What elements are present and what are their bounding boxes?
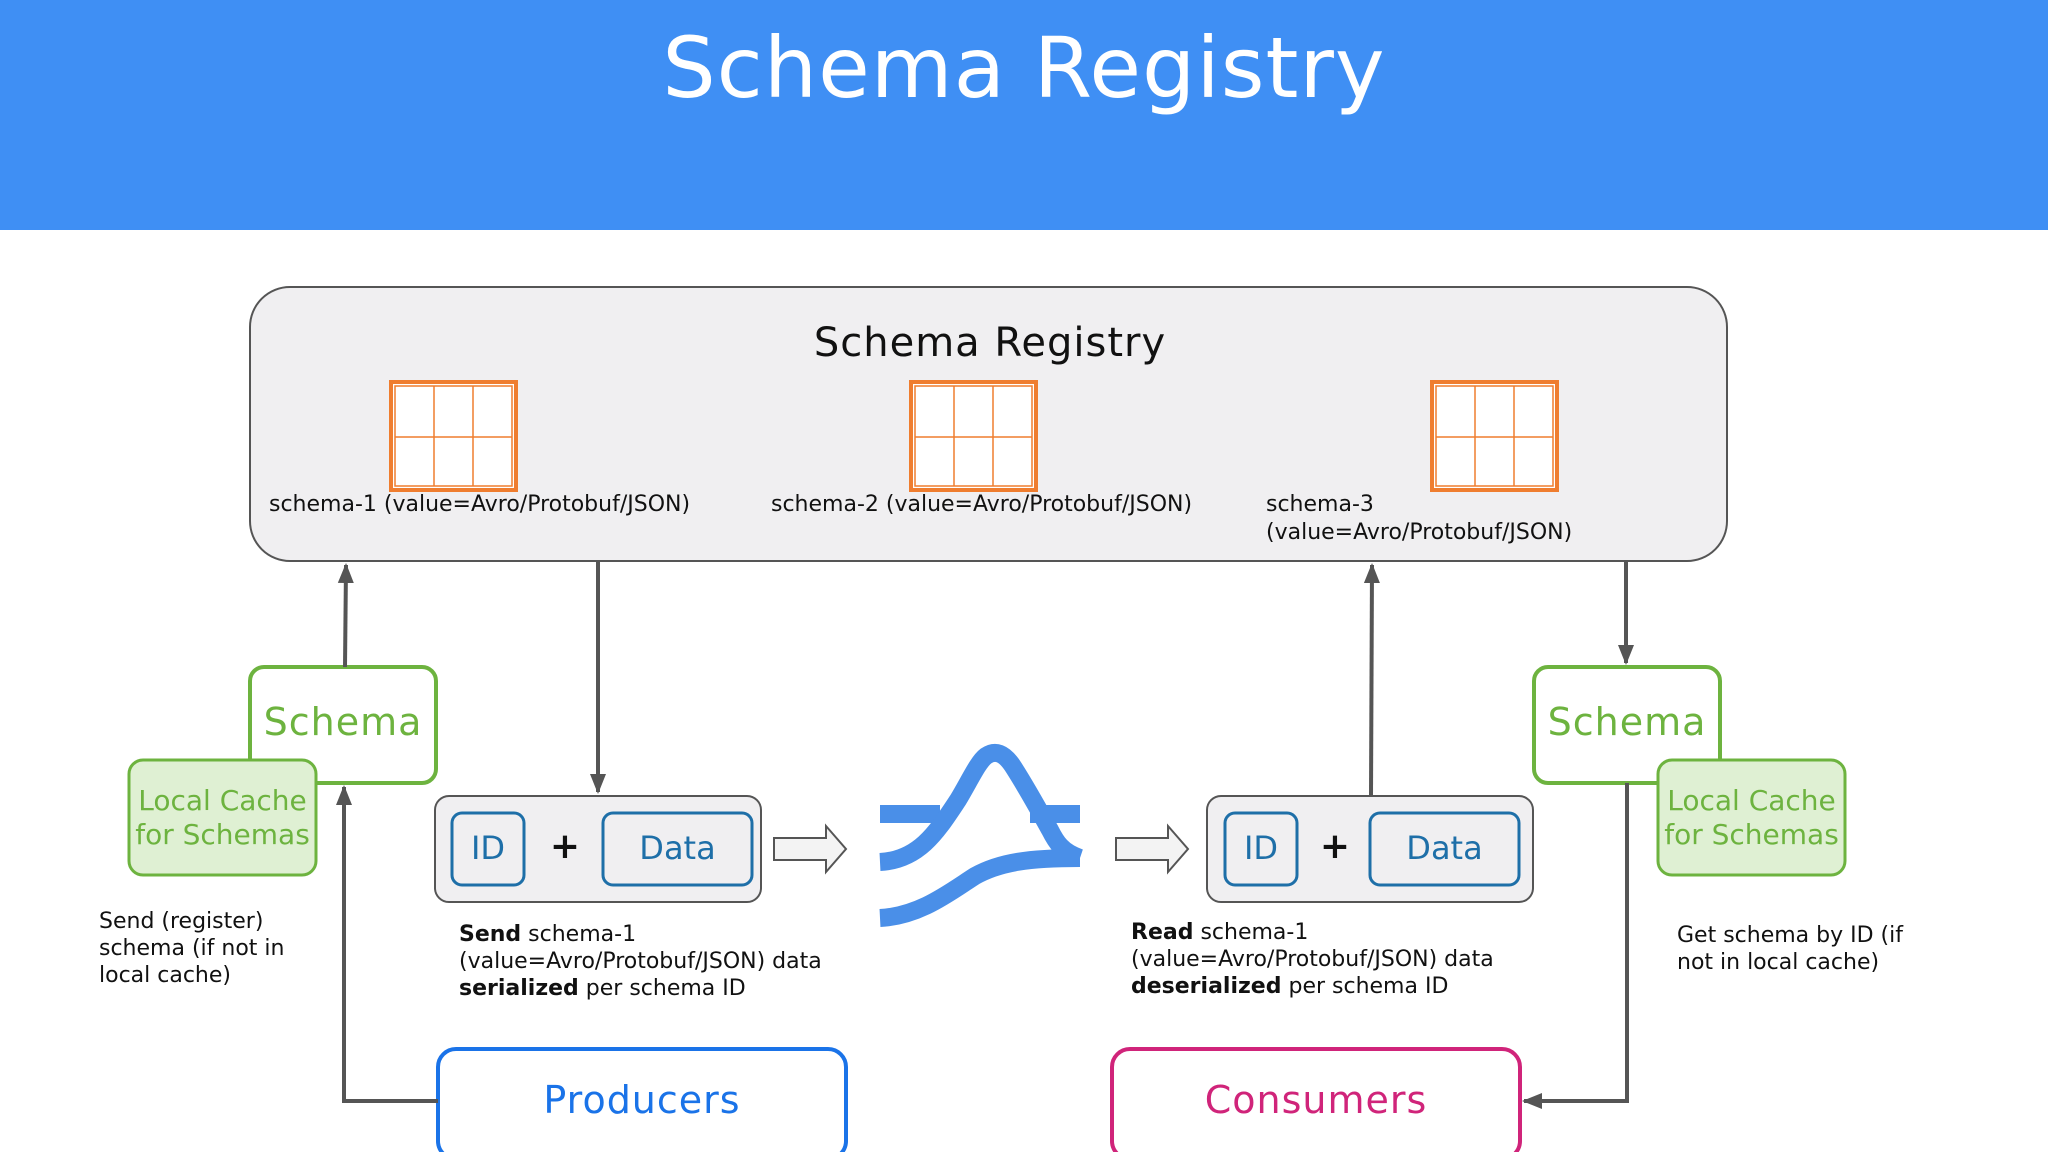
caption-bold: Send (459, 922, 522, 947)
caption-text: per schema ID (578, 976, 746, 1001)
consumer-caption-line-1: Read schema-1 (1131, 919, 1494, 946)
consumer-plus: + (1319, 826, 1351, 867)
consumer-cache-label-line2: for Schemas (1664, 818, 1839, 851)
send-note-line: local cache) (99, 963, 231, 988)
consumer-schema-label: Schema (1547, 700, 1707, 744)
table-icon (909, 380, 1038, 492)
connector-arrows (336, 561, 1634, 1109)
send-note-line: schema (if not in (99, 936, 285, 961)
caption-text: schema-1 (521, 922, 637, 947)
caption-text: per schema ID (1281, 974, 1449, 999)
send-register-note: Send (register) schema (if not in local … (99, 908, 284, 989)
producer-plus: + (549, 826, 581, 867)
title-banner (0, 0, 2048, 230)
schema-1-label: schema-1 (value=Avro/Protobuf/JSON) (269, 492, 691, 517)
consumer-id-label: ID (1243, 829, 1279, 867)
schema-2-label: schema-2 (value=Avro/Protobuf/JSON) (771, 492, 1193, 517)
caption-bold: serialized (459, 976, 579, 1001)
caption-bold: deserialized (1131, 974, 1282, 999)
producer-data-pill (601, 811, 754, 887)
arrow-schema-to-consumers (1522, 783, 1629, 1109)
consumer-id-pill (1223, 811, 1299, 887)
consumer-caption-line-2: (value=Avro/Protobuf/JSON) data (1131, 947, 1494, 972)
table-icon (1430, 380, 1559, 492)
get-schema-note: Get schema by ID (if not in local cache) (1677, 922, 1903, 976)
producers-label: Producers (543, 1078, 741, 1122)
producer-id-pill (450, 811, 526, 887)
producer-caption: Send schema-1 (value=Avro/Protobuf/JSON)… (459, 921, 822, 1002)
consumer-caption: Read schema-1 (value=Avro/Protobuf/JSON)… (1131, 919, 1494, 1000)
arrow-producer-register (337, 563, 354, 668)
kafka-wave-logo (879, 743, 1084, 927)
hollow-right-arrow-icon (1115, 823, 1190, 875)
hollow-right-arrow-icon (773, 823, 848, 875)
table-icon (389, 380, 518, 492)
get-note-line: Get schema by ID (if (1677, 923, 1903, 948)
registry-title: Schema Registry (813, 320, 1167, 366)
consumer-cache-box (1656, 758, 1847, 877)
consumer-caption-line-3: deserialized per schema ID (1131, 973, 1494, 1000)
producer-caption-line-3: serialized per schema ID (459, 975, 822, 1002)
page-title: Schema Registry (662, 19, 1386, 117)
schema-3-label-line2: (value=Avro/Protobuf/JSON) (1266, 520, 1573, 545)
consumers-label: Consumers (1204, 1078, 1428, 1122)
get-note-line: not in local cache) (1677, 950, 1880, 975)
producer-schema-box (248, 665, 438, 785)
producer-cache-label-line1: Local Cache (138, 784, 307, 817)
producers-box (436, 1047, 848, 1152)
consumer-cache-label-line1: Local Cache (1667, 784, 1836, 817)
producer-cache-label-line2: for Schemas (135, 818, 310, 851)
producer-caption-line-2: (value=Avro/Protobuf/JSON) data (459, 949, 822, 974)
caption-bold: Read (1131, 920, 1194, 945)
consumer-data-label: Data (1406, 829, 1483, 867)
producer-cache-box (127, 758, 318, 877)
send-note-line: Send (register) (99, 909, 264, 934)
producer-schema-label: Schema (263, 700, 423, 744)
producer-id-label: ID (470, 829, 506, 867)
consumers-box (1110, 1047, 1522, 1152)
arrow-consumer-msg-to-registry (1363, 563, 1380, 797)
schema-3-label-line1: schema-3 (1266, 492, 1374, 517)
arrow-producers-to-schema (336, 785, 438, 1103)
producer-data-label: Data (639, 829, 716, 867)
consumer-data-pill (1368, 811, 1521, 887)
caption-text: schema-1 (1193, 920, 1309, 945)
producer-caption-line-1: Send schema-1 (459, 921, 822, 948)
